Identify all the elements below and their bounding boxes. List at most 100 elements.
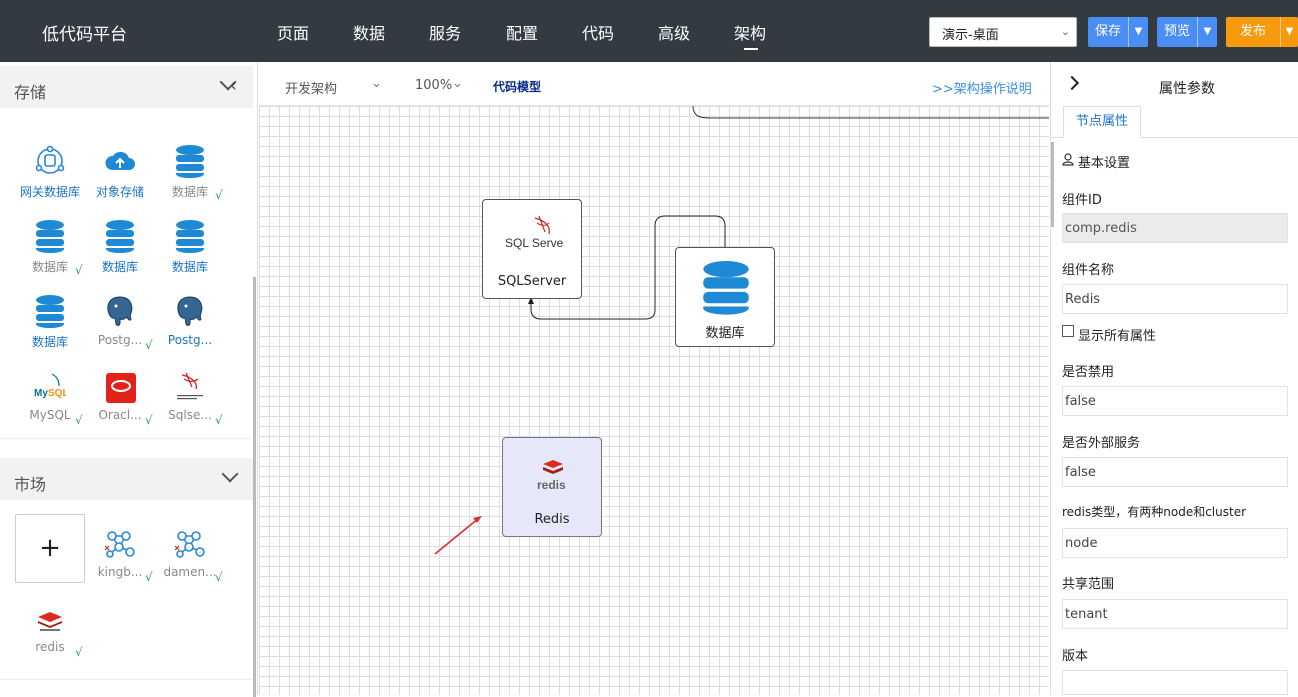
preview-dropdown-icon[interactable]: ▼ bbox=[1197, 17, 1217, 47]
external-service-field[interactable]: false bbox=[1062, 457, 1288, 487]
properties-scrollbar[interactable] bbox=[1051, 142, 1054, 227]
field-label-redis-type: redis类型，有两种node和cluster bbox=[1062, 505, 1247, 519]
field-label-external-service: 是否外部服务 bbox=[1062, 436, 1141, 451]
palette-item-label: kingb... bbox=[97, 565, 143, 579]
connector-line[interactable] bbox=[692, 106, 1049, 119]
show-all-checkbox[interactable] bbox=[1062, 325, 1074, 337]
palette-item-gateway-database[interactable]: 网关数据库 bbox=[15, 132, 85, 202]
nav-advanced[interactable]: 高级 bbox=[658, 24, 691, 43]
palette-item-database[interactable]: 数据库 bbox=[15, 282, 85, 352]
architecture-canvas[interactable]: SQL Server SQLServer 数据库 redis Redis bbox=[259, 106, 1049, 695]
checked-icon: √ bbox=[215, 188, 223, 202]
publish-dropdown-icon[interactable]: ▼ bbox=[1280, 17, 1298, 47]
component-name-field[interactable]: Redis bbox=[1062, 284, 1288, 314]
market-section-header[interactable]: 市场 bbox=[0, 458, 253, 500]
arrowhead-icon bbox=[473, 516, 482, 523]
postgresql-icon bbox=[177, 296, 203, 326]
architecture-help-link[interactable]: >>架构操作说明 bbox=[932, 82, 1032, 97]
checked-icon: √ bbox=[145, 570, 153, 584]
node-label: 数据库 bbox=[705, 326, 745, 341]
environment-select[interactable]: 演示-桌面 ⌄ bbox=[929, 17, 1077, 47]
palette-item-oracle[interactable]: Oracl... √ bbox=[85, 357, 155, 427]
publish-button[interactable]: 发布 ▼ bbox=[1226, 17, 1298, 47]
nav-config[interactable]: 配置 bbox=[506, 24, 539, 43]
redis-logo-icon: redis bbox=[537, 460, 566, 492]
nav-architecture[interactable]: 架构 bbox=[734, 24, 767, 43]
palette-item-dameng[interactable]: damen... √ bbox=[155, 514, 225, 584]
palette-item-database[interactable]: 数据库 √ bbox=[155, 132, 225, 202]
svg-text:My: My bbox=[34, 388, 48, 399]
node-redis[interactable]: redis Redis bbox=[502, 437, 602, 537]
user-icon bbox=[1062, 153, 1074, 166]
oracle-icon bbox=[106, 373, 136, 403]
palette-item-label: 数据库 bbox=[171, 260, 208, 274]
section-divider bbox=[0, 438, 253, 439]
svg-text:SQL: SQL bbox=[48, 388, 66, 399]
preview-button[interactable]: 预览 ▼ bbox=[1157, 17, 1217, 47]
left-scrollbar[interactable] bbox=[253, 277, 256, 697]
chevron-down-icon[interactable] bbox=[221, 465, 239, 483]
preview-button-label: 预览 bbox=[1163, 24, 1190, 39]
node-label: SQLServer bbox=[497, 274, 567, 289]
disabled-field[interactable]: false bbox=[1062, 386, 1288, 416]
database-icon bbox=[106, 220, 134, 253]
palette-item-label: 数据库 bbox=[171, 185, 208, 199]
nav-service[interactable]: 服务 bbox=[429, 24, 462, 43]
palette-item-database[interactable]: 数据库 √ bbox=[15, 207, 85, 277]
add-component-button[interactable]: + bbox=[15, 514, 85, 583]
palette-item-label: 网关数据库 bbox=[19, 185, 80, 199]
field-label-component-id: 组件ID bbox=[1062, 193, 1102, 208]
environment-select-value: 演示-桌面 bbox=[942, 28, 999, 43]
redis-icon bbox=[38, 612, 62, 631]
properties-title: 属性参数 bbox=[1159, 81, 1215, 97]
palette-item-label: damen... bbox=[163, 565, 217, 579]
palette-item-label: Oracl... bbox=[98, 408, 142, 422]
database-icon bbox=[703, 261, 749, 315]
nav-page[interactable]: 页面 bbox=[277, 24, 310, 43]
save-button[interactable]: 保存 ▼ bbox=[1088, 17, 1148, 47]
sqlserver-logo-text: SQL Server bbox=[505, 236, 563, 250]
palette-item-object-storage[interactable]: 对象存储 bbox=[85, 132, 155, 202]
tab-node-properties[interactable]: 节点属性 bbox=[1063, 106, 1141, 138]
palette-item-kingbase[interactable]: kingb... √ bbox=[85, 514, 155, 584]
publish-button-label: 发布 bbox=[1239, 24, 1266, 39]
chevron-right-icon[interactable] bbox=[1064, 75, 1080, 91]
node-sqlserver[interactable]: SQL Server SQLServer bbox=[482, 199, 582, 299]
palette-item-database[interactable]: 数据库 bbox=[85, 207, 155, 277]
chevron-down-icon[interactable]: ⌄ bbox=[371, 76, 382, 91]
chevron-down-icon[interactable]: ⌄ bbox=[452, 76, 463, 91]
palette-item-database[interactable]: 数据库 bbox=[155, 207, 225, 277]
postgresql-icon bbox=[107, 296, 133, 326]
save-dropdown-icon[interactable]: ▼ bbox=[1128, 17, 1148, 47]
field-label-share-scope: 共享范围 bbox=[1062, 577, 1115, 592]
component-id-field[interactable]: comp.redis bbox=[1062, 213, 1288, 243]
connector-line[interactable] bbox=[530, 215, 726, 320]
collapse-panel-icon[interactable]: ‹ bbox=[230, 76, 237, 96]
storage-section-title: 存储 bbox=[14, 83, 47, 102]
pointer-arrow-icon bbox=[434, 517, 480, 555]
code-model-link[interactable]: 代码模型 bbox=[493, 80, 542, 94]
redis-type-field[interactable]: node bbox=[1062, 528, 1288, 558]
palette-item-postgresql[interactable]: Postg... bbox=[155, 282, 225, 352]
zoom-select[interactable]: 100% bbox=[415, 78, 452, 93]
mode-select[interactable]: 开发架构 bbox=[285, 78, 337, 97]
version-field[interactable] bbox=[1062, 670, 1288, 695]
mode-select-value: 开发架构 bbox=[285, 82, 338, 97]
nav-data[interactable]: 数据 bbox=[353, 24, 386, 43]
nav-code[interactable]: 代码 bbox=[582, 24, 615, 43]
palette-item-label: Postg... bbox=[97, 333, 143, 347]
canvas-toolbar: 开发架构 ⌄ 100% ⌄ 代码模型 >>架构操作说明 bbox=[259, 62, 1049, 106]
storage-section-header[interactable]: 存储 ‹ bbox=[0, 66, 253, 108]
palette-item-label: Sqlse... bbox=[168, 408, 212, 422]
palette-item-postgresql[interactable]: Postg... √ bbox=[85, 282, 155, 352]
node-database[interactable]: 数据库 bbox=[675, 247, 775, 347]
field-label-disabled: 是否禁用 bbox=[1062, 365, 1115, 380]
palette-item-redis[interactable]: redis √ bbox=[15, 589, 85, 659]
properties-header: 属性参数 bbox=[1051, 62, 1298, 110]
palette-item-sqlserver[interactable]: Sqlse... √ bbox=[155, 357, 225, 427]
database-icon bbox=[176, 145, 204, 178]
database-icon bbox=[36, 295, 64, 328]
market-section-title: 市场 bbox=[14, 475, 47, 494]
share-scope-field[interactable]: tenant bbox=[1062, 599, 1288, 629]
